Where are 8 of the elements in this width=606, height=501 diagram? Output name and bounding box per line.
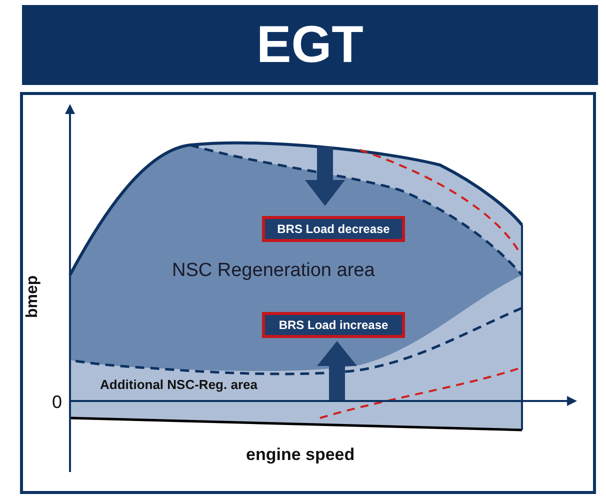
label-box: BRS Load increase bbox=[262, 312, 405, 338]
axis-label: engine speed bbox=[246, 445, 355, 465]
area-label: Additional NSC-Reg. area bbox=[100, 377, 258, 392]
axis-label: bmep bbox=[24, 275, 42, 318]
axis-value: 0 bbox=[52, 392, 62, 413]
label-box: BRS Load decrease bbox=[262, 216, 405, 242]
area-label: NSC Regeneration area bbox=[172, 260, 375, 282]
title: EGT bbox=[256, 19, 364, 71]
